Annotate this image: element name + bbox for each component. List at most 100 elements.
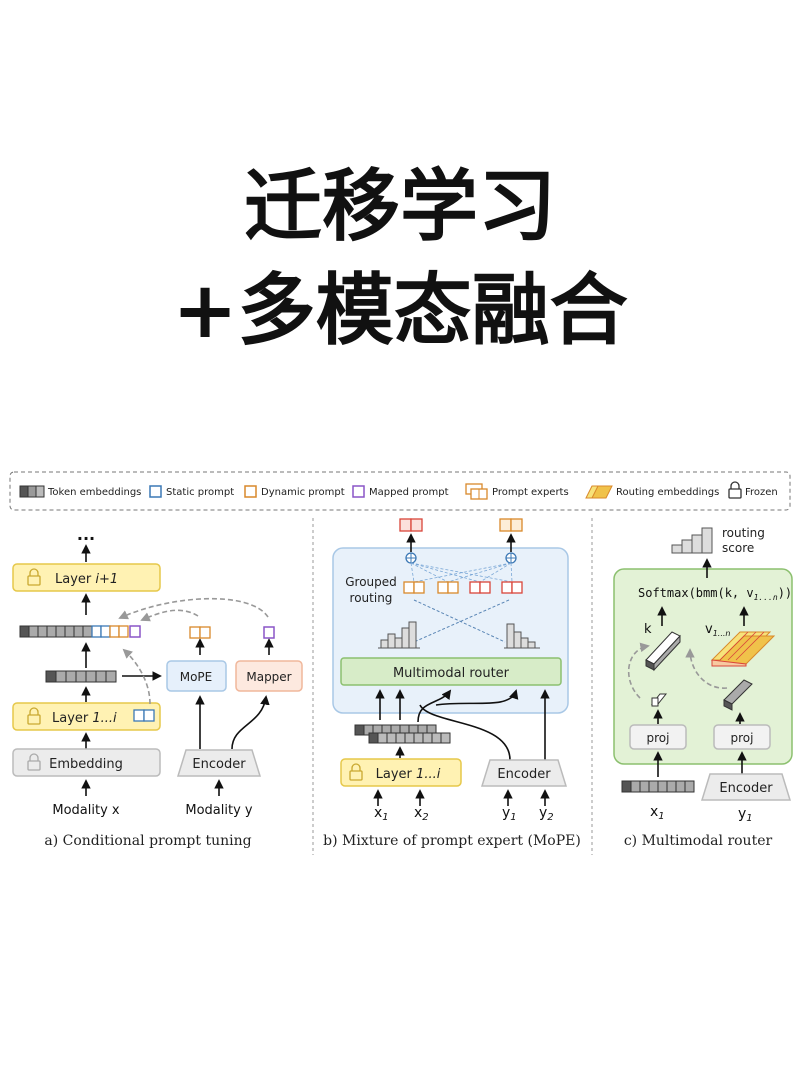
proj-right-label: proj bbox=[731, 731, 754, 745]
layer-low-index: 1...i bbox=[92, 711, 117, 726]
v-label: v bbox=[705, 622, 713, 637]
lock-icon bbox=[728, 481, 742, 499]
x1-label-c: x bbox=[650, 804, 658, 820]
dynamic-prompt-icon bbox=[244, 485, 257, 498]
combined-token-row bbox=[19, 625, 141, 638]
stacked-token-rows bbox=[354, 724, 451, 744]
softmax-sub: 1...n bbox=[754, 593, 778, 602]
y2-sub-b: 2 bbox=[547, 812, 553, 823]
x2-sub-b: 2 bbox=[422, 812, 428, 823]
softmax-close: )) bbox=[778, 586, 792, 600]
score-histogram-left bbox=[378, 621, 420, 649]
svg-text:y1: y1 bbox=[738, 806, 753, 824]
routing-score-histogram bbox=[671, 527, 713, 554]
proj-box-right: proj bbox=[713, 724, 771, 750]
layer-low-prefix: Layer bbox=[52, 711, 92, 726]
mapper-box: Mapper bbox=[235, 660, 303, 692]
sum-icon bbox=[405, 552, 417, 564]
grouped-routing-line-1: Grouped bbox=[345, 575, 397, 589]
caption-a: a) Conditional prompt tuning bbox=[44, 833, 251, 849]
panel-b: Grouped routing bbox=[323, 518, 581, 849]
layer-box-b: Layer 1...i bbox=[340, 758, 462, 787]
routing-score-line-2: score bbox=[722, 541, 754, 555]
encoder-b-label: Encoder bbox=[497, 767, 551, 782]
svg-text:x1: x1 bbox=[650, 804, 665, 822]
token-embeddings-icon bbox=[19, 485, 45, 498]
svg-text:Layer i+1: Layer i+1 bbox=[55, 572, 118, 587]
legend-mapped-label: Mapped prompt bbox=[369, 487, 449, 498]
y1-sub-b: 1 bbox=[510, 812, 516, 823]
svg-text:v1...n: v1...n bbox=[705, 622, 731, 638]
token-row bbox=[45, 670, 117, 683]
encoder-box-c: Encoder bbox=[700, 773, 792, 801]
legend-static-label: Static prompt bbox=[166, 487, 234, 498]
panel-a: ... Layer i+1 bbox=[12, 525, 303, 849]
expert-group bbox=[403, 581, 523, 594]
prompt-experts-icon bbox=[465, 483, 488, 500]
mapped-prompt-icon bbox=[352, 485, 365, 498]
lock-icon bbox=[349, 763, 363, 781]
proj-left-label: proj bbox=[647, 731, 670, 745]
static-prompt-icon bbox=[149, 485, 162, 498]
value-routing-embeddings bbox=[710, 631, 776, 667]
svg-text:Layer 1...i: Layer 1...i bbox=[376, 767, 441, 782]
legend-token-label: Token embeddings bbox=[47, 487, 141, 498]
proj-box-left: proj bbox=[629, 724, 687, 750]
layer-low-box: Layer 1...i bbox=[12, 702, 161, 731]
x2-label-b: x bbox=[414, 805, 422, 821]
grouped-routing-line-2: routing bbox=[350, 591, 393, 605]
svg-text:x2: x2 bbox=[414, 805, 429, 823]
layer-top-box: Layer i+1 bbox=[12, 563, 161, 592]
title-line-1: 迁移学习 bbox=[243, 162, 556, 252]
layer-b-prefix: Layer bbox=[376, 767, 416, 782]
svg-text:Softmax(bmm(k, v1...n)): Softmax(bmm(k, v1...n)) bbox=[638, 586, 792, 602]
layer-top-index: i+1 bbox=[95, 572, 118, 587]
y2-label-b: y bbox=[539, 805, 547, 821]
routing-score-line-1: routing bbox=[722, 526, 765, 540]
mapper-label: Mapper bbox=[246, 670, 291, 684]
mope-panel bbox=[332, 547, 569, 714]
panel-c: routing score Softmax(bmm(k, v1...n)) k … bbox=[613, 526, 793, 849]
sum-icon bbox=[505, 552, 517, 564]
router-label: Multimodal router bbox=[393, 666, 510, 681]
legend-frozen-label: Frozen bbox=[745, 487, 778, 498]
k-label: k bbox=[644, 622, 652, 637]
lock-icon bbox=[27, 707, 41, 725]
lock-icon bbox=[27, 568, 41, 586]
legend-routing-label: Routing embeddings bbox=[616, 487, 719, 498]
y1-sub-c: 1 bbox=[746, 813, 752, 824]
encoder-a-label: Encoder bbox=[192, 757, 246, 772]
lock-icon bbox=[27, 753, 41, 771]
svg-text:x1: x1 bbox=[374, 805, 389, 823]
routing-embeddings-icon bbox=[585, 485, 613, 499]
legend: Token embeddings Static prompt Dynamic p… bbox=[9, 471, 791, 511]
encoder-box-a: Encoder bbox=[176, 749, 262, 777]
caption-b: b) Mixture of prompt expert (MoPE) bbox=[323, 833, 581, 849]
x1-label-b: x bbox=[374, 805, 382, 821]
ellipsis: ... bbox=[77, 525, 95, 544]
modality-y-label: Modality y bbox=[185, 803, 253, 818]
small-vector-right bbox=[723, 679, 753, 711]
softmax-text: Softmax(bmm(k, v bbox=[638, 586, 754, 600]
token-row-c bbox=[621, 780, 695, 793]
v-sub: 1...n bbox=[713, 629, 731, 638]
y1-label-c: y bbox=[738, 806, 746, 822]
layer-top-prefix: Layer bbox=[55, 572, 95, 587]
legend-experts-label: Prompt experts bbox=[492, 487, 569, 498]
embedding-label: Embedding bbox=[49, 757, 123, 772]
modality-x-label: Modality x bbox=[52, 803, 120, 818]
mope-label: MoPE bbox=[180, 670, 213, 684]
score-histogram-right bbox=[504, 623, 540, 649]
legend-dynamic-label: Dynamic prompt bbox=[261, 487, 345, 498]
mope-box: MoPE bbox=[166, 660, 227, 692]
multimodal-router-box: Multimodal router bbox=[340, 657, 562, 686]
small-vector-left bbox=[650, 693, 668, 707]
x1-sub-b: 1 bbox=[382, 812, 388, 823]
y1-label-b: y bbox=[502, 805, 510, 821]
encoder-c-label: Encoder bbox=[719, 781, 773, 796]
svg-text:y1: y1 bbox=[502, 805, 517, 823]
key-vector bbox=[645, 631, 681, 672]
layer-b-index: 1...i bbox=[416, 767, 441, 782]
title-line-2: +多模态融合 bbox=[172, 266, 628, 356]
